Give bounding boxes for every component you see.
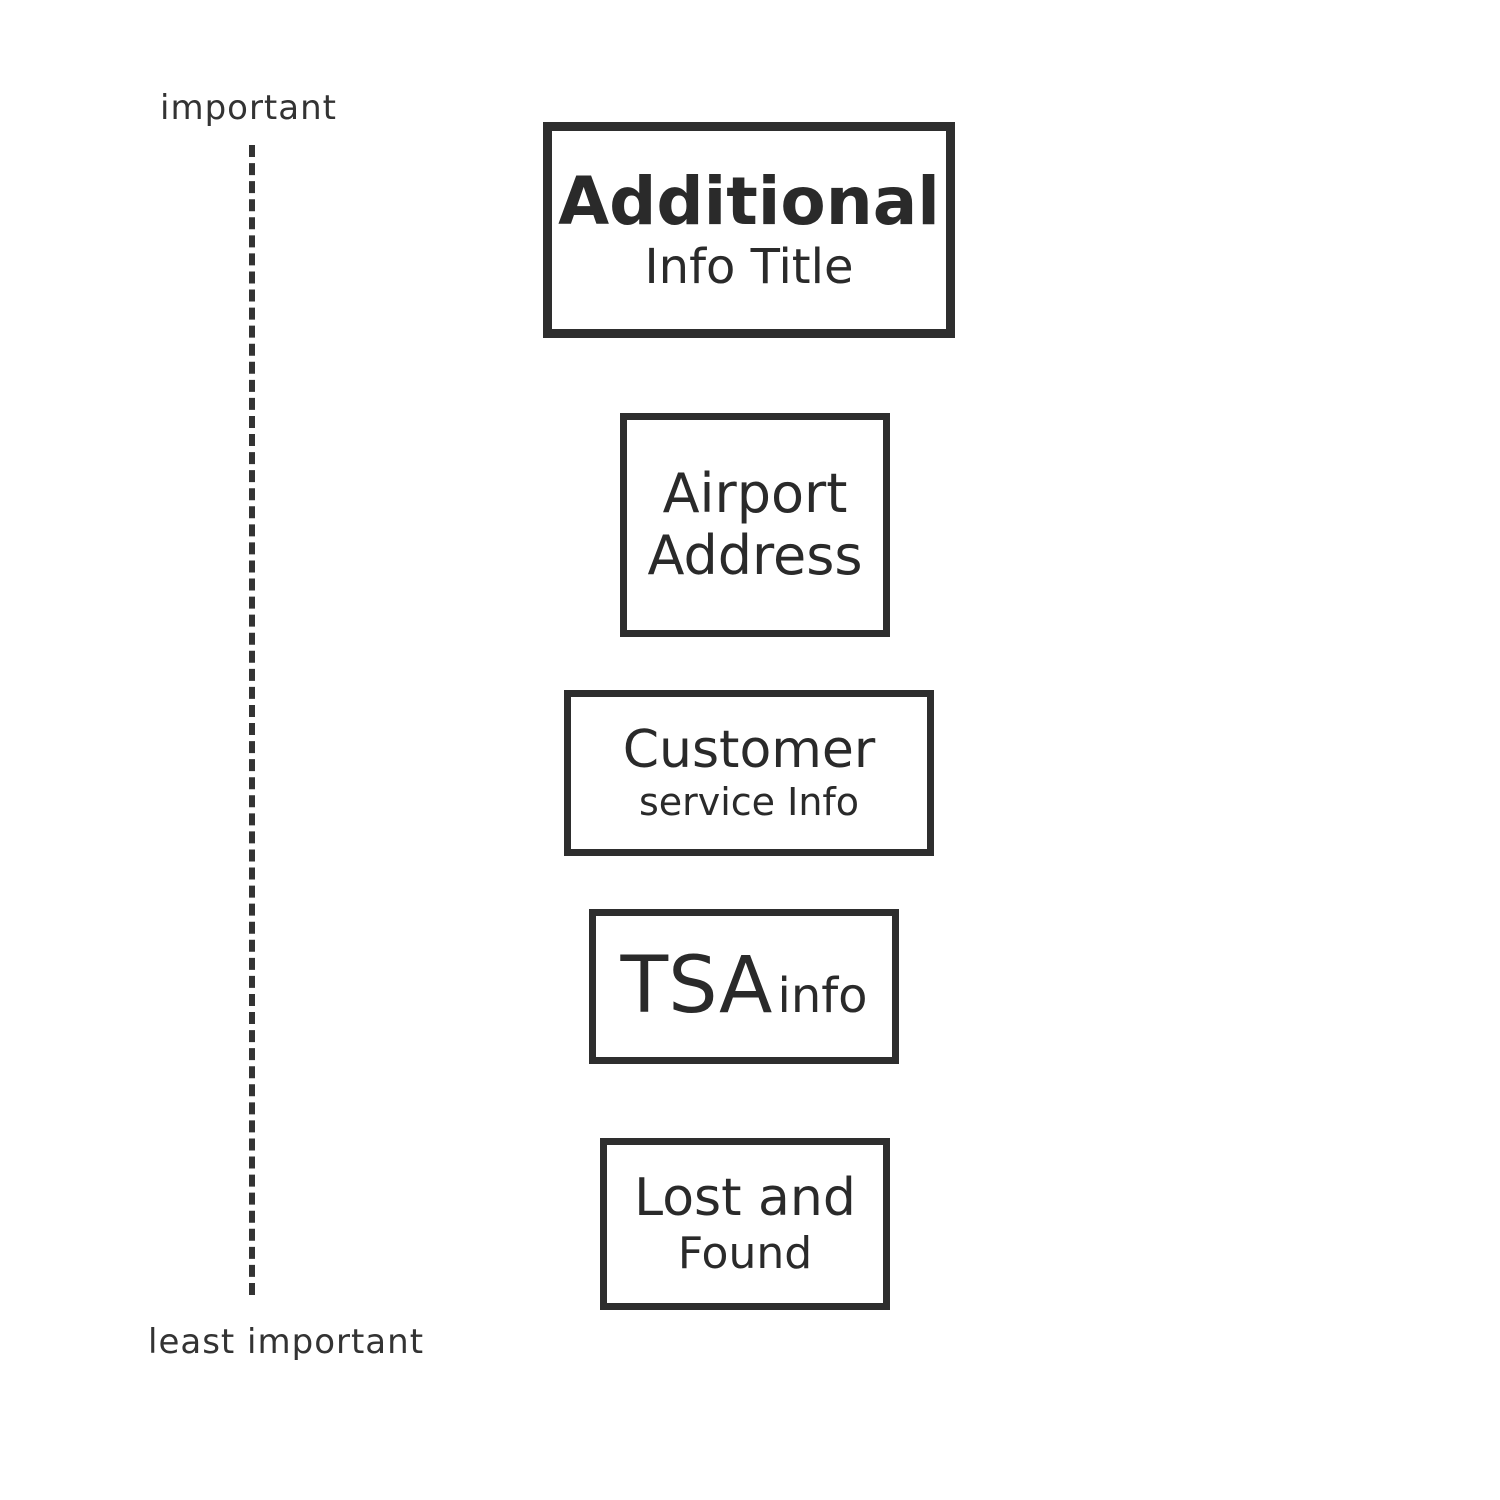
lost-and-found-line1: Lost and [634,1167,856,1228]
lost-and-found-box: Lost and Found [600,1138,890,1310]
airport-address-line1: Airport [662,461,848,525]
additional-info-title-box: Additional Info Title [543,122,955,338]
tsa-info-box: TSA info [589,909,899,1064]
additional-info-title-line2: Info Title [644,239,854,296]
importance-axis-dashed-line [249,145,255,1295]
tsa-info-text: TSA info [620,940,868,1032]
axis-bottom-label: least important [148,1322,425,1362]
tsa-info-main: TSA [620,940,773,1031]
additional-info-title-line1: Additional [558,163,940,241]
airport-address-line2: Address [647,524,863,587]
tsa-info-suffix: info [777,967,868,1024]
axis-top-label: important [160,88,337,128]
customer-service-info-line2: service Info [638,780,860,825]
customer-service-info-box: Customer service Info [564,690,934,856]
customer-service-info-line1: Customer [622,720,876,781]
lost-and-found-line2: Found [677,1227,813,1279]
airport-address-box: Airport Address [620,413,890,637]
